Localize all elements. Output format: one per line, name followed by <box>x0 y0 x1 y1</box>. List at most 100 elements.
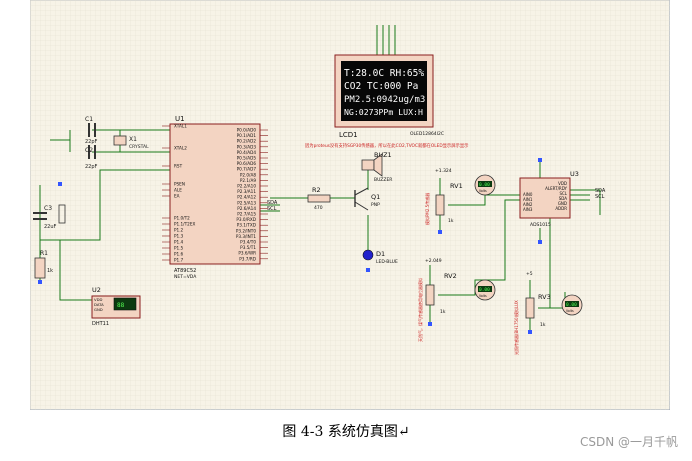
voltmeter-2-unit: Volts <box>479 294 487 298</box>
voltmeter-3: 0.00 Volts <box>561 294 583 316</box>
mcu-left-pin: P1.2 <box>174 228 184 233</box>
oled-lcd1[interactable]: T:28.0C RH:65% CO2 TC:000 Pa PM2.5:0942u… <box>334 54 444 139</box>
lcd1-ref: LCD1 <box>339 131 358 139</box>
adc-right-pin: SDA <box>559 196 568 201</box>
mcu-right-pin: P3.7/RD <box>239 256 256 261</box>
resistor-r1[interactable]: R1 1k <box>34 250 53 279</box>
schematic-sheet: C1 22pF C2 22pF X1 CRYSTAL C3 22uF R1 1k… <box>29 0 671 411</box>
buz1-ref: BUZ1 <box>374 151 392 159</box>
mcu-left-pin: P1.4 <box>174 240 184 245</box>
r2-ref: R2 <box>312 186 321 194</box>
capacitor-c2[interactable]: C2 22pF <box>85 145 98 170</box>
oled-note: 因为proteus没有支持SGP30传感器，所以在此CO2,TVOC就都在OLE… <box>305 142 469 149</box>
d1-part: LED-BLUE <box>376 259 398 265</box>
dht-display: 88 <box>117 302 125 309</box>
mcu-left-pin: P1.7 <box>174 258 184 263</box>
mcu-right-pin: P2.1/A9 <box>240 178 256 183</box>
mcu-right-pin: P2.7/A15 <box>237 212 256 217</box>
adc-right-pin: GND <box>558 201 567 206</box>
reset-switch[interactable] <box>58 204 66 224</box>
mcu-right-pin: P0.4/AD4 <box>237 150 257 155</box>
led-d1[interactable]: D1 LED-BLUE <box>362 249 398 265</box>
dht-pin-gnd: GND <box>94 307 103 312</box>
c1-value: 22pF <box>85 139 98 145</box>
mcu-left-pin: EA <box>174 194 180 199</box>
mcu-right-pin: P0.2/AD2 <box>237 139 257 144</box>
voltmeter-1-unit: Volts <box>479 189 487 193</box>
mcu-right-pin: P3.0/RXD <box>236 217 256 222</box>
rv3-supply: +5 <box>526 271 533 277</box>
adc-right-pin: ADDR <box>555 206 567 211</box>
capacitor-c3[interactable]: C3 22uF <box>33 205 57 230</box>
sensor-dht11-u2[interactable]: 88 VDD DATA GND U2 DHT11 <box>91 286 141 327</box>
rv1-ref: RV1 <box>450 182 463 190</box>
voltmeter-1: 0.00 Volts <box>474 174 496 196</box>
buz1-part: BUZZER <box>374 177 392 183</box>
q1-part: PNP <box>371 202 380 208</box>
u2-ref: U2 <box>92 286 101 294</box>
mcu-right-pin: P3.1/TXD <box>237 223 256 228</box>
mcu-left-pins: XTAL1XTAL2RSTPSENALEEAP1.0/T2P1.1/T2EXP1… <box>162 124 195 263</box>
rv2-value: 1k <box>440 309 446 315</box>
rv1-supply: +1.324 <box>435 168 452 174</box>
mcu-u1[interactable]: U1 AT89C52 NET=VDA XTAL1XTAL2RSTPSENALEE… <box>162 115 268 280</box>
d1-ref: D1 <box>376 250 385 258</box>
mcu-left-pin: XTAL2 <box>174 146 187 151</box>
net-labels: SDA SCL SDA SCL <box>267 188 606 212</box>
u1-part: AT89C52 <box>174 268 196 274</box>
mcu-right-pin: P0.5/AD5 <box>237 156 257 161</box>
rv3-value: 1k <box>540 322 546 328</box>
rv2-ref: RV2 <box>444 272 457 280</box>
u3-ref: U3 <box>570 170 579 178</box>
voltmeter-2: 0.00 Volts <box>474 279 496 301</box>
rv2-supply: +2.049 <box>425 258 442 264</box>
mcu-right-pins: P0.0/AD0P0.1/AD1P0.2/AD2P0.3/AD3P0.4/AD4… <box>236 128 268 261</box>
mcu-left-pin: PSEN <box>174 182 185 187</box>
mcu-right-pin: P3.6/WR <box>238 251 256 256</box>
pot-rv3[interactable]: +5 RV3 1k 光照传感器(BH1750)模拟LUX <box>513 271 551 355</box>
net-label-sda: SDA <box>267 200 278 206</box>
c3-value: 22uF <box>44 224 57 230</box>
pot-rv2[interactable]: +2.049 RV2 1k 天然气，煤气传感器使用电位器模拟 <box>417 258 457 342</box>
mcu-right-pin: P3.3/INT1 <box>236 234 257 239</box>
mcu-left-pin: P1.1/T2EX <box>174 222 195 227</box>
buzzer-buz1[interactable]: BUZ1 BUZZER <box>361 151 392 183</box>
voltmeter-3-readout: 0.00 <box>566 302 577 308</box>
rv2-note: 天然气，煤气传感器使用电位器模拟 <box>417 278 423 342</box>
mcu-left-pin: ALE <box>174 188 182 193</box>
c2-value: 22pF <box>85 164 98 170</box>
mcu-left-pin: P1.3 <box>174 234 184 239</box>
mcu-right-pin: P2.4/A12 <box>237 195 256 200</box>
oled-line-1: T:28.0C RH:65% <box>344 68 424 79</box>
adc-right-pin: VDD <box>558 181 567 186</box>
pot-rv1[interactable]: +1.324 RV1 1k 模拟PM2.5传感器 <box>424 168 463 225</box>
voltmeter-3-unit: Volts <box>566 309 574 313</box>
crystal-x1[interactable]: X1 CRYSTAL <box>113 135 149 150</box>
mcu-left-pin: P1.0/T2 <box>174 216 190 221</box>
adc-right-pin: SCL <box>559 191 567 196</box>
mcu-right-pin: P0.0/AD0 <box>237 128 257 133</box>
resistor-r2[interactable]: R2 470 <box>307 186 331 211</box>
oled-line-4: NG:0273PPm LUX:H <box>344 107 423 117</box>
mcu-left-pin: RST <box>174 164 183 169</box>
transistor-q1[interactable]: Q1 PNP <box>354 187 380 211</box>
mcu-right-pin: P0.3/AD3 <box>237 144 257 149</box>
rv3-ref: RV3 <box>538 293 551 301</box>
r1-value: 1k <box>47 268 53 274</box>
mcu-left-pin: XTAL1 <box>174 124 187 129</box>
mcu-right-pin: P0.7/AD7 <box>237 167 257 172</box>
mcu-right-pin: P2.3/A11 <box>237 189 256 194</box>
mcu-right-pin: P3.5/T1 <box>240 245 256 250</box>
net-label-scl: SCL <box>267 206 277 212</box>
terminal-markers <box>38 158 542 334</box>
mcu-right-pin: P0.6/AD6 <box>237 161 257 166</box>
mcu-right-pin: P2.2/A10 <box>237 184 256 189</box>
rv3-note: 光照传感器(BH1750)模拟LUX <box>513 300 519 355</box>
capacitor-c1[interactable]: C1 22pF <box>85 116 98 145</box>
adc-left-pin: AIN0 <box>523 192 533 197</box>
mcu-right-pin: P2.0/A8 <box>240 172 256 177</box>
schematic-canvas: C1 22pF C2 22pF X1 CRYSTAL C3 22uF R1 1k… <box>29 0 671 411</box>
dht-pin-vdd: VDD <box>94 297 103 302</box>
